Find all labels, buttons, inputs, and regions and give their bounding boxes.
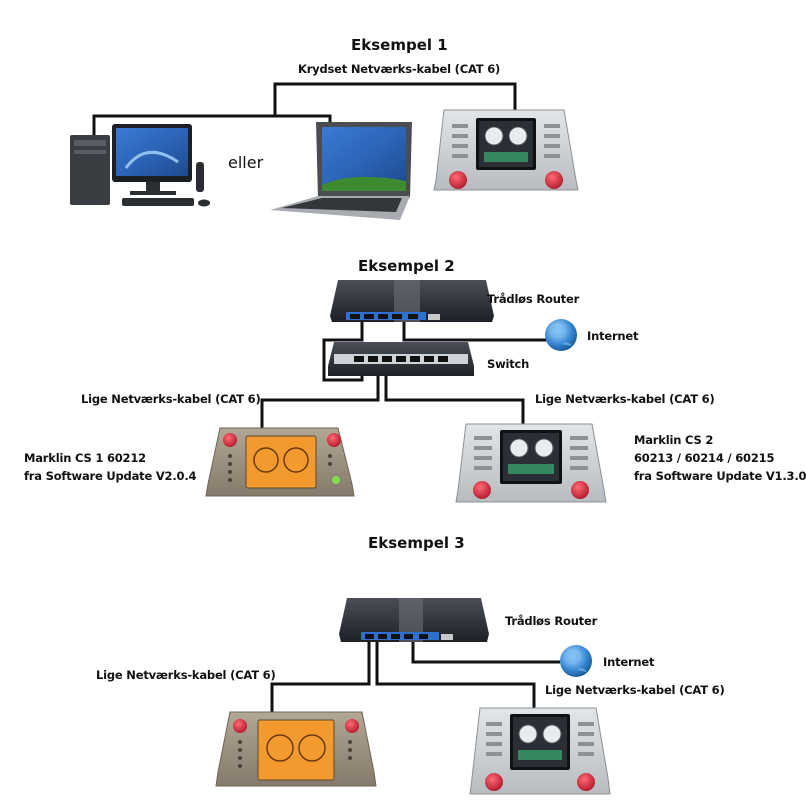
- laptop-icon: [270, 122, 412, 220]
- desktop-pc-icon: [70, 124, 210, 207]
- cs2-controller-icon: [455, 423, 607, 503]
- example3-router-label: Trådløs Router: [505, 614, 598, 628]
- globe-icon: [560, 645, 592, 677]
- example1-cable-label: Krydset Netværks-kabel (CAT 6): [298, 62, 501, 76]
- example2-router-label: Trådløs Router: [487, 292, 580, 306]
- router-icon: [330, 280, 494, 322]
- cs2-controller-icon: [433, 109, 579, 191]
- cs2-caption-line3: fra Software Update V1.3.0: [634, 469, 806, 483]
- cs1-controller-icon: [215, 711, 377, 787]
- ethernet-cables-example2: [260, 318, 548, 438]
- example3-internet-label: Internet: [603, 655, 655, 669]
- router-icon: [339, 598, 489, 642]
- crossover-cable: [92, 82, 517, 140]
- cs1-caption-line2: fra Software Update V2.0.4: [24, 469, 197, 483]
- example3-cable-left-label: Lige Netværks-kabel (CAT 6): [96, 668, 276, 682]
- example2-cable-right-label: Lige Netværks-kabel (CAT 6): [535, 392, 715, 406]
- example2-internet-label: Internet: [587, 329, 639, 343]
- or-label: eller: [228, 153, 264, 172]
- ethernet-cables-example3: [270, 640, 560, 716]
- example2-cable-left-label: Lige Netværks-kabel (CAT 6): [81, 392, 261, 406]
- example3-cable-right-label: Lige Netværks-kabel (CAT 6): [545, 683, 725, 697]
- switch-icon: [328, 342, 474, 376]
- cs1-controller-icon: [205, 427, 355, 497]
- cs2-caption-line1: Marklin CS 2: [634, 433, 714, 447]
- globe-icon: [545, 319, 577, 351]
- cs2-caption-line2: 60213 / 60214 / 60215: [634, 451, 775, 465]
- example2-title: Eksempel 2: [358, 257, 455, 275]
- cs2-controller-icon: [469, 707, 611, 795]
- example3-title: Eksempel 3: [368, 534, 465, 552]
- example2-switch-label: Switch: [487, 357, 530, 371]
- example1-title: Eksempel 1: [351, 36, 448, 54]
- cs1-caption-line1: Marklin CS 1 60212: [24, 451, 146, 465]
